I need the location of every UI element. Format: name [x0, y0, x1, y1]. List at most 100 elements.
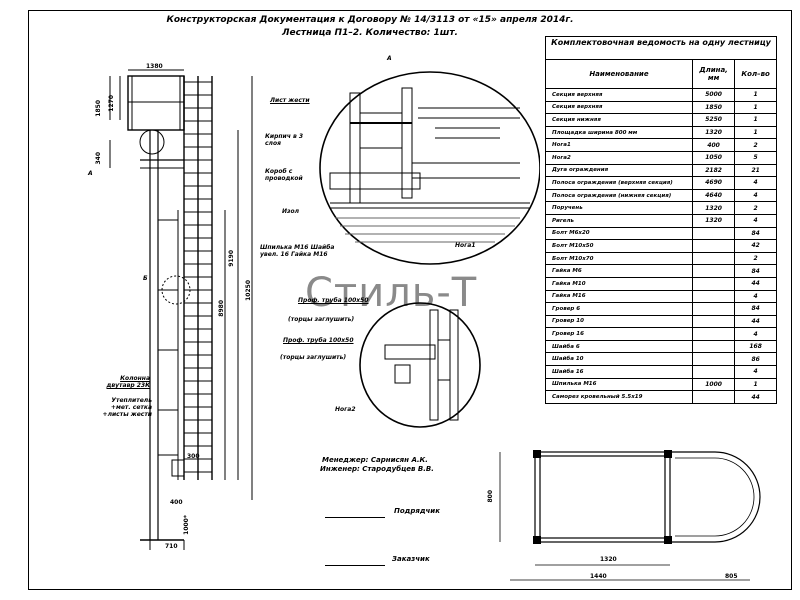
table-cell-len	[691, 339, 736, 354]
table-cell-qty: 86	[734, 352, 777, 367]
table-cell-len: 1000	[691, 377, 736, 392]
ladder-elevation	[109, 69, 253, 550]
label-prof-pipe-2-note: (торцы заглушить)	[280, 354, 347, 361]
title-line-2: Лестница П1–2. Количество: 1шт.	[282, 28, 458, 38]
table-row: Болт М6х20 84	[545, 226, 777, 241]
table-cell-name: Гровер 10	[545, 314, 693, 329]
table-cell-len	[691, 251, 736, 266]
detail-a-label: А	[387, 55, 392, 62]
table-cell-qty: 21	[734, 163, 777, 178]
table-cell-len	[691, 302, 736, 316]
table-cell-qty: 4	[734, 365, 777, 379]
col-header-length: Длина, мм	[691, 59, 736, 89]
table-cell-qty: 84	[734, 264, 777, 278]
table-row: Саморез кровельный 5.5х19 44	[545, 390, 777, 404]
table-cell-len: 2182	[691, 163, 736, 178]
detail-a-drawing	[319, 71, 540, 265]
table-cell-len: 1050	[691, 150, 736, 165]
table-cell-qty: 1	[734, 377, 777, 392]
customer-label: Заказчик	[392, 555, 430, 563]
dim-1440: 1440	[590, 573, 607, 580]
table-cell-len: 5250	[691, 113, 736, 127]
table-cell-name: Поручень	[545, 201, 693, 215]
table-cell-name: Нога1	[545, 138, 693, 152]
table-cell-qty: 44	[734, 390, 777, 404]
label-prof-pipe-1: Проф. труба 100х50	[298, 297, 369, 304]
engineer-name: Инженер: Стародубцев В.В.	[320, 465, 434, 473]
dim-9190: 9190	[228, 250, 235, 267]
table-cell-name: Гайка М16	[545, 289, 693, 304]
contractor-label: Подрядчик	[394, 507, 440, 515]
table-cell-qty: 44	[734, 276, 777, 291]
dim-710: 710	[165, 543, 178, 550]
spec-table: Комплектовочная ведомость на одну лестни…	[545, 36, 777, 404]
label-leg1: Нога1	[455, 242, 476, 249]
dim-1850: 1850	[95, 100, 102, 117]
title-line-1: Конструкторская Документация к Договору …	[166, 15, 574, 25]
dim-800: 800	[487, 490, 494, 503]
watermark: Стиль-Т	[305, 270, 478, 316]
table-cell-name: Шайба 6	[545, 339, 693, 354]
table-row: Гайка М10 44	[545, 276, 777, 291]
table-cell-qty: 5	[734, 150, 777, 165]
table-cell-len	[691, 289, 736, 304]
table-cell-qty: 2	[734, 201, 777, 215]
callout-a: А	[88, 170, 93, 177]
label-prof-pipe-2: Проф. труба 100х50	[283, 337, 354, 344]
table-cell-qty: 4	[734, 327, 777, 341]
table-cell-qty: 44	[734, 314, 777, 329]
table-cell-len	[691, 239, 736, 253]
label-brick: Кирпич в 3 слоя	[265, 133, 304, 147]
document-title: Конструкторская Документация к Договору …	[150, 14, 590, 40]
table-cell-len	[691, 264, 736, 278]
dim-400: 400	[170, 499, 183, 506]
dim-1380: 1380	[146, 63, 163, 70]
drawing-frame	[28, 10, 792, 590]
col-header-qty: Кол–во	[734, 59, 777, 89]
label-leg2: Нога2	[335, 406, 356, 413]
table-cell-name: Шайба 16	[545, 365, 693, 379]
table-cell-len: 4690	[691, 176, 736, 190]
label-insulation-a: Изол	[282, 208, 300, 215]
table-cell-name: Секция нижняя	[545, 113, 693, 127]
detail-b-drawing	[359, 302, 481, 428]
table-cell-len	[691, 327, 736, 341]
table-cell-name: Саморез кровельный 5.5х19	[545, 390, 693, 404]
table-cell-name: Нога2	[545, 150, 693, 165]
table-cell-qty: 84	[734, 226, 777, 241]
table-cell-qty: 4	[734, 289, 777, 304]
table-cell-name: Полоса ограждения (верхняя секция)	[545, 176, 693, 190]
table-cell-len	[691, 226, 736, 241]
table-cell-qty: 1	[734, 125, 777, 140]
dim-1320: 1320	[600, 556, 617, 563]
table-cell-name: Болт М6х20	[545, 226, 693, 241]
dim-1270: 1270	[108, 95, 115, 112]
table-cell-len: 4640	[691, 188, 736, 203]
dim-1000: 1000*	[183, 515, 190, 535]
label-sheet-metal: Лист жести	[270, 97, 310, 104]
table-cell-len: 1850	[691, 100, 736, 115]
table-cell-qty: 42	[734, 239, 777, 253]
manager-name: Менеджер: Сарнисян А.К.	[322, 456, 428, 464]
table-cell-qty: 2	[734, 251, 777, 266]
platform-plan	[499, 450, 761, 581]
spec-table-caption: Комплектовочная ведомость на одну лестни…	[545, 36, 777, 59]
table-cell-name: Гайка М10	[545, 276, 693, 291]
table-cell-name: Секция верхняя	[545, 88, 693, 102]
table-cell-name: Болт М10х70	[545, 251, 693, 266]
table-cell-qty: 1	[734, 113, 777, 127]
